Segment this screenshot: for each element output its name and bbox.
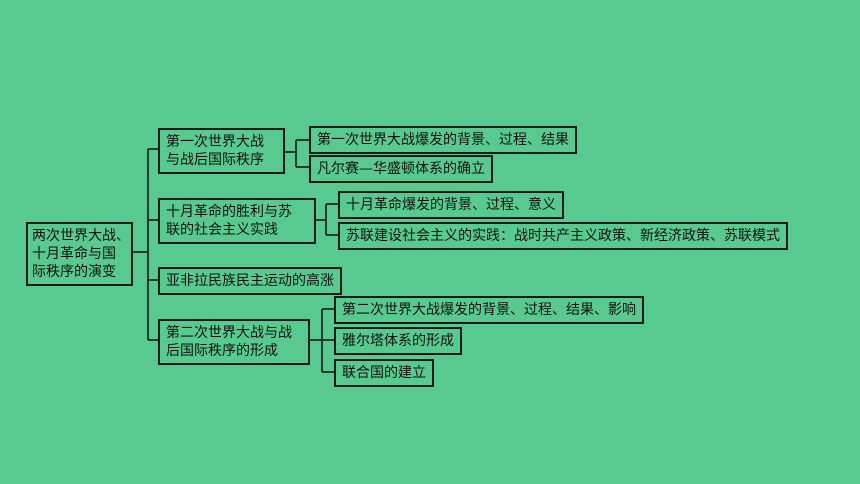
root-node: 两次世界大战、 十月革命与国 际秩序的演变 [26, 222, 133, 286]
branch-wwi-line-2: 与战后国际秩序 [166, 152, 264, 168]
leaf-text: 雅尔塔体系的形成 [342, 333, 454, 349]
leaf-wwi-background: 第一次世界大战爆发的背景、过程、结果 [309, 126, 577, 154]
leaf-text: 联合国的建立 [342, 365, 426, 381]
leaf-united-nations: 联合国的建立 [334, 359, 434, 387]
leaf-text: 十月革命爆发的背景、过程、意义 [346, 197, 556, 213]
branch-wwii-line-1: 第二次世界大战与战 [166, 325, 292, 341]
branch-wwi-line-1: 第一次世界大战 [166, 134, 264, 150]
branch-oct-line-1: 十月革命的胜利与苏 [166, 204, 292, 220]
leaf-text: 第二次世界大战爆发的背景、过程、结果、影响 [342, 302, 636, 318]
root-line-3: 际秩序的演变 [32, 264, 116, 280]
branch-node-october-revolution: 十月革命的胜利与苏 联的社会主义实践 [158, 198, 316, 244]
root-line-2: 十月革命与国 [32, 246, 116, 262]
leaf-soviet-socialism-practice: 苏联建设社会主义的实践：战时共产主义政策、新经济政策、苏联模式 [338, 222, 788, 250]
branch-text: 亚非拉民族民主运动的高涨 [166, 273, 334, 289]
leaf-yalta-system: 雅尔塔体系的形成 [334, 327, 462, 355]
branch-wwii-line-2: 后国际秩序的形成 [166, 343, 278, 359]
branch-oct-line-2: 联的社会主义实践 [166, 222, 278, 238]
leaf-text: 第一次世界大战爆发的背景、过程、结果 [317, 132, 569, 148]
branch-node-wwii: 第二次世界大战与战 后国际秩序的形成 [158, 319, 310, 365]
leaf-october-revolution-background: 十月革命爆发的背景、过程、意义 [338, 191, 564, 219]
leaf-text: 凡尔赛—华盛顿体系的确立 [317, 161, 485, 177]
branch-node-national-movements: 亚非拉民族民主运动的高涨 [158, 267, 342, 295]
leaf-wwii-background: 第二次世界大战爆发的背景、过程、结果、影响 [334, 296, 644, 324]
leaf-text: 苏联建设社会主义的实践：战时共产主义政策、新经济政策、苏联模式 [346, 228, 780, 244]
leaf-versailles-washington: 凡尔赛—华盛顿体系的确立 [309, 155, 493, 183]
root-line-1: 两次世界大战、 [32, 228, 130, 244]
branch-node-wwi: 第一次世界大战 与战后国际秩序 [158, 128, 285, 174]
